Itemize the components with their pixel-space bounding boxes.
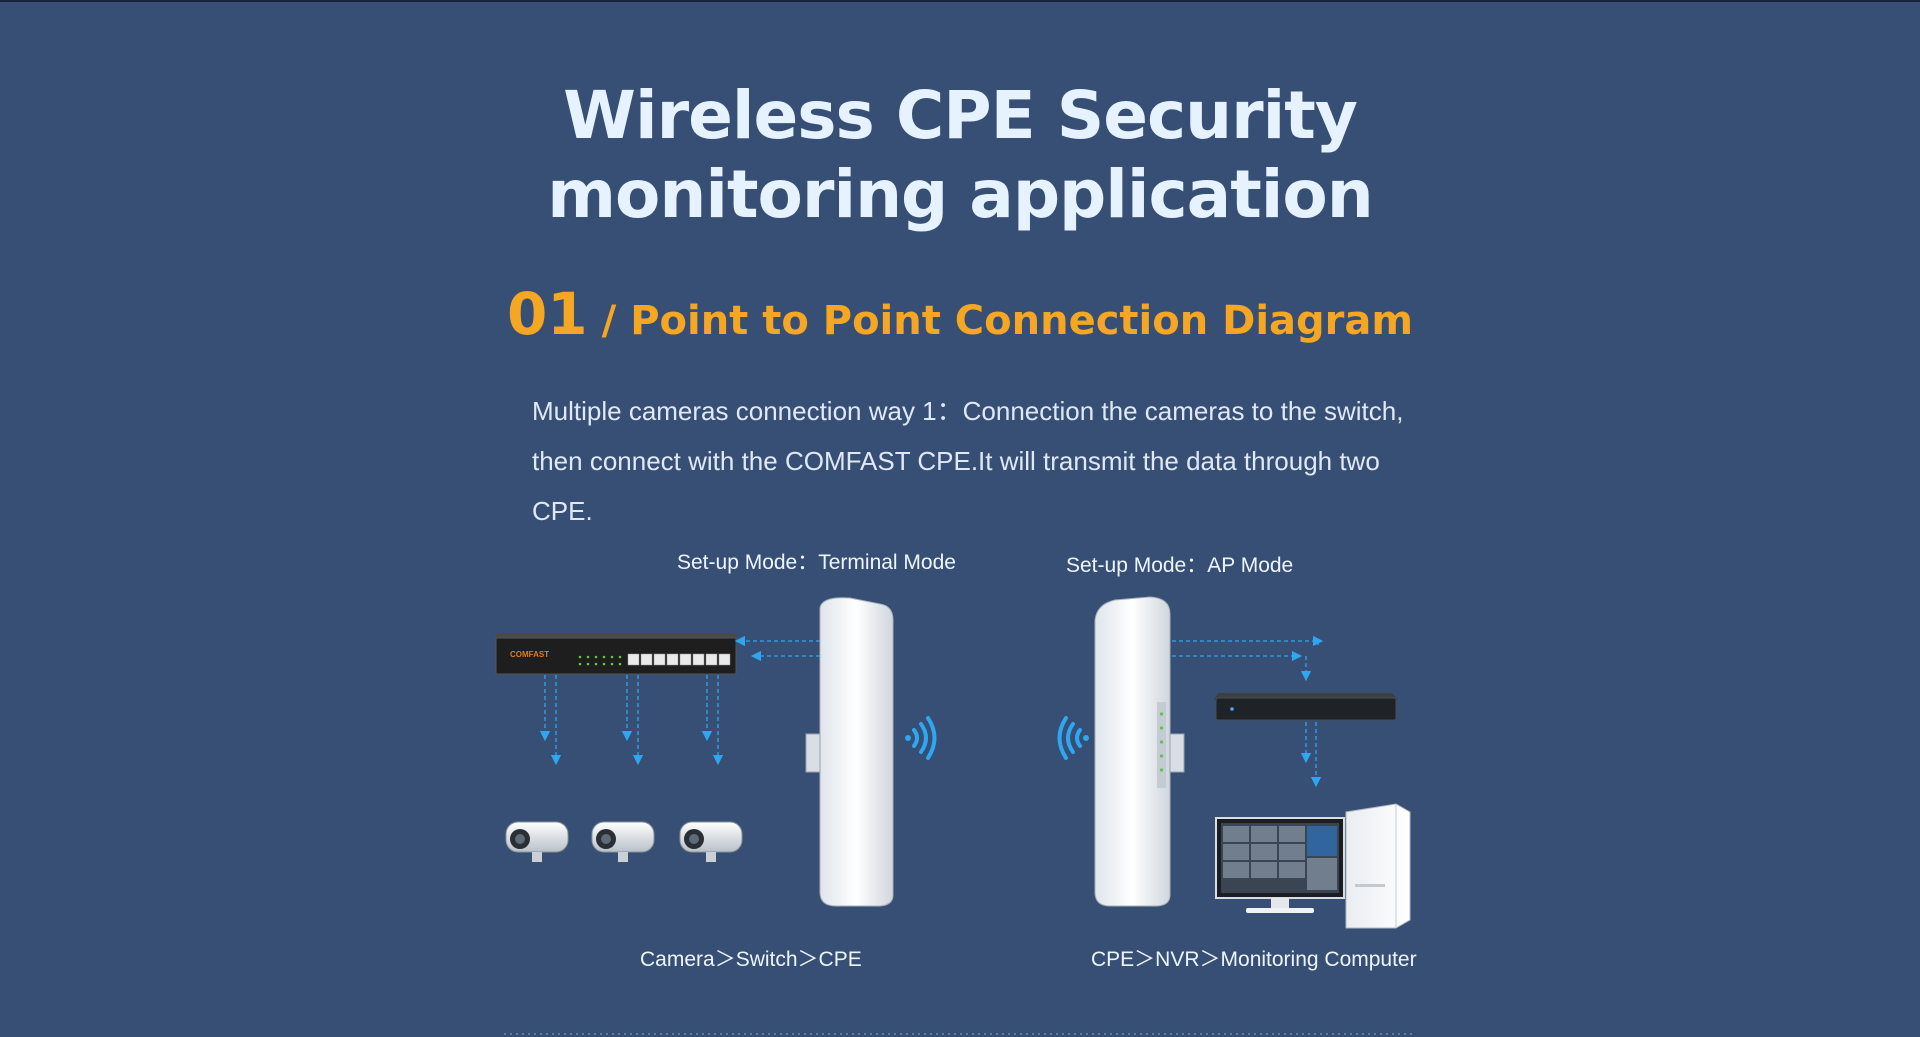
right-caption: CPE＞NVR＞Monitoring Computer (1091, 948, 1417, 971)
switch-icon: COMFAST (495, 633, 737, 675)
left-arrows (539, 635, 820, 766)
cpe-antenna-icon (805, 597, 894, 907)
wifi-signal-icon (905, 716, 937, 760)
pc-tower-icon (1345, 803, 1411, 929)
top-border (0, 0, 1920, 2)
page-title-line2: monitoring application (547, 156, 1373, 233)
right-mode-label: Set-up Mode：AP Mode (1066, 554, 1294, 577)
monitor-icon (1215, 817, 1345, 913)
wifi-signal-icon (1057, 716, 1089, 760)
left-caption: Camera＞Switch＞CPE (640, 948, 862, 971)
section-label: / Point to Point Connection Diagram (601, 298, 1414, 344)
description-line1: Multiple cameras connection way 1：Connec… (532, 396, 1404, 426)
cpe-antenna-icon (1094, 596, 1185, 907)
section-heading: 01 / Point to Point Connection Diagram (0, 280, 1920, 348)
section-number: 01 (506, 280, 588, 348)
ip-camera-icon (505, 821, 569, 862)
ip-camera-icon (591, 821, 655, 862)
nvr-icon (1214, 693, 1398, 721)
ip-camera-icon (679, 821, 743, 862)
switch-brand-label: COMFAST (510, 650, 549, 659)
description-line2: then connect with the COMFAST CPE.It wil… (532, 446, 1380, 526)
page-title-line1: Wireless CPE Security (563, 77, 1358, 154)
right-arrows (1172, 635, 1324, 788)
left-mode-label: Set-up Mode：Terminal Mode (677, 551, 956, 574)
